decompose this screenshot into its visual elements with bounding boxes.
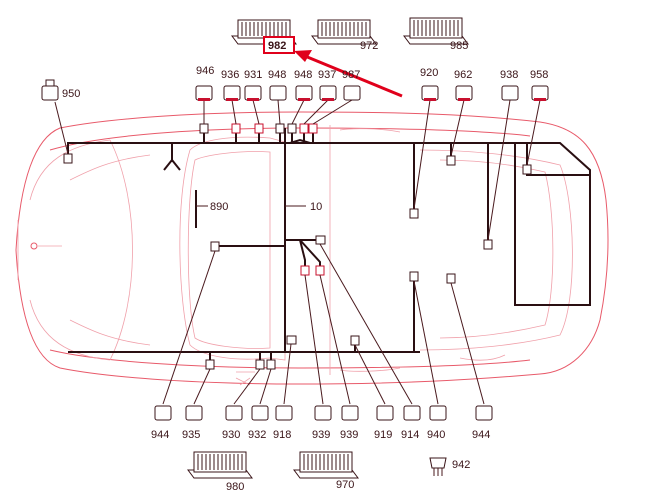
label-937: 937 [318,69,336,81]
label-938: 938 [500,69,518,81]
connector-icon-962[interactable] [455,85,473,101]
label-948a: 948 [268,69,286,81]
connector-icon-937[interactable] [319,85,337,101]
connector-icon-932[interactable] [251,405,269,421]
connector-icon-931[interactable] [244,85,262,101]
label-930: 930 [222,429,240,441]
label-970: 970 [336,479,354,491]
connector-icon-958[interactable] [531,85,549,101]
connector-icon-938[interactable] [501,85,519,101]
label-940: 940 [427,429,445,441]
connector-icon-950[interactable] [41,79,59,101]
connector-icon-914[interactable] [403,405,421,421]
connector-icon-920[interactable] [421,85,439,101]
label-919: 919 [374,429,392,441]
multipin-connector-970[interactable] [293,451,359,479]
connector-icon-939b[interactable] [341,405,359,421]
connector-icon-942[interactable] [429,457,447,476]
connector-icon-948a[interactable] [269,85,287,101]
label-920: 920 [420,67,438,79]
car-body-outline [15,111,609,386]
connector-icon-987[interactable] [343,85,361,101]
label-10: 10 [310,201,322,213]
connector-icon-919[interactable] [376,405,394,421]
highlight-box-982[interactable] [263,36,295,54]
connector-icon-948b[interactable] [295,85,313,101]
harness-connectors [63,123,532,370]
connector-icon-935[interactable] [185,405,203,421]
labels: 982 972 985 950 946 936 931 948 948 937 … [62,36,548,493]
connector-icon-918[interactable] [275,405,293,421]
multipin-connector-980[interactable] [187,451,253,479]
label-936: 936 [221,69,239,81]
connector-icon-944b[interactable] [475,405,493,421]
connector-icons-top [41,79,549,101]
label-948b: 948 [294,69,312,81]
label-985: 985 [450,40,468,52]
connector-icon-946[interactable] [195,85,213,101]
multipin-connector-972[interactable] [311,19,377,45]
label-946: 946 [196,65,214,77]
leader-lines [54,99,541,405]
connector-icon-936[interactable] [223,85,241,101]
connector-icon-939a[interactable] [314,405,332,421]
label-972: 972 [360,40,378,52]
label-962: 962 [454,69,472,81]
label-914: 914 [401,429,419,441]
multipin-connectors [187,17,469,479]
multipin-connector-985[interactable] [403,17,469,45]
connector-icon-944a[interactable] [154,405,172,421]
label-950: 950 [62,88,80,100]
label-931: 931 [244,69,262,81]
label-987: 987 [342,69,360,81]
label-890: 890 [210,201,228,213]
label-918: 918 [273,429,291,441]
connector-icon-930[interactable] [225,405,243,421]
label-939b: 939 [340,429,358,441]
label-942: 942 [452,459,470,471]
label-982: 982 [268,40,286,52]
label-944b: 944 [472,429,490,441]
label-935: 935 [182,429,200,441]
label-932: 932 [248,429,266,441]
connector-icons-bottom [154,405,493,476]
highlight-arrow [294,50,403,98]
wiring-harness [67,128,591,364]
label-939a: 939 [312,429,330,441]
label-958: 958 [530,69,548,81]
connector-icon-940[interactable] [429,405,447,421]
label-944a: 944 [151,429,169,441]
label-980: 980 [226,481,244,493]
